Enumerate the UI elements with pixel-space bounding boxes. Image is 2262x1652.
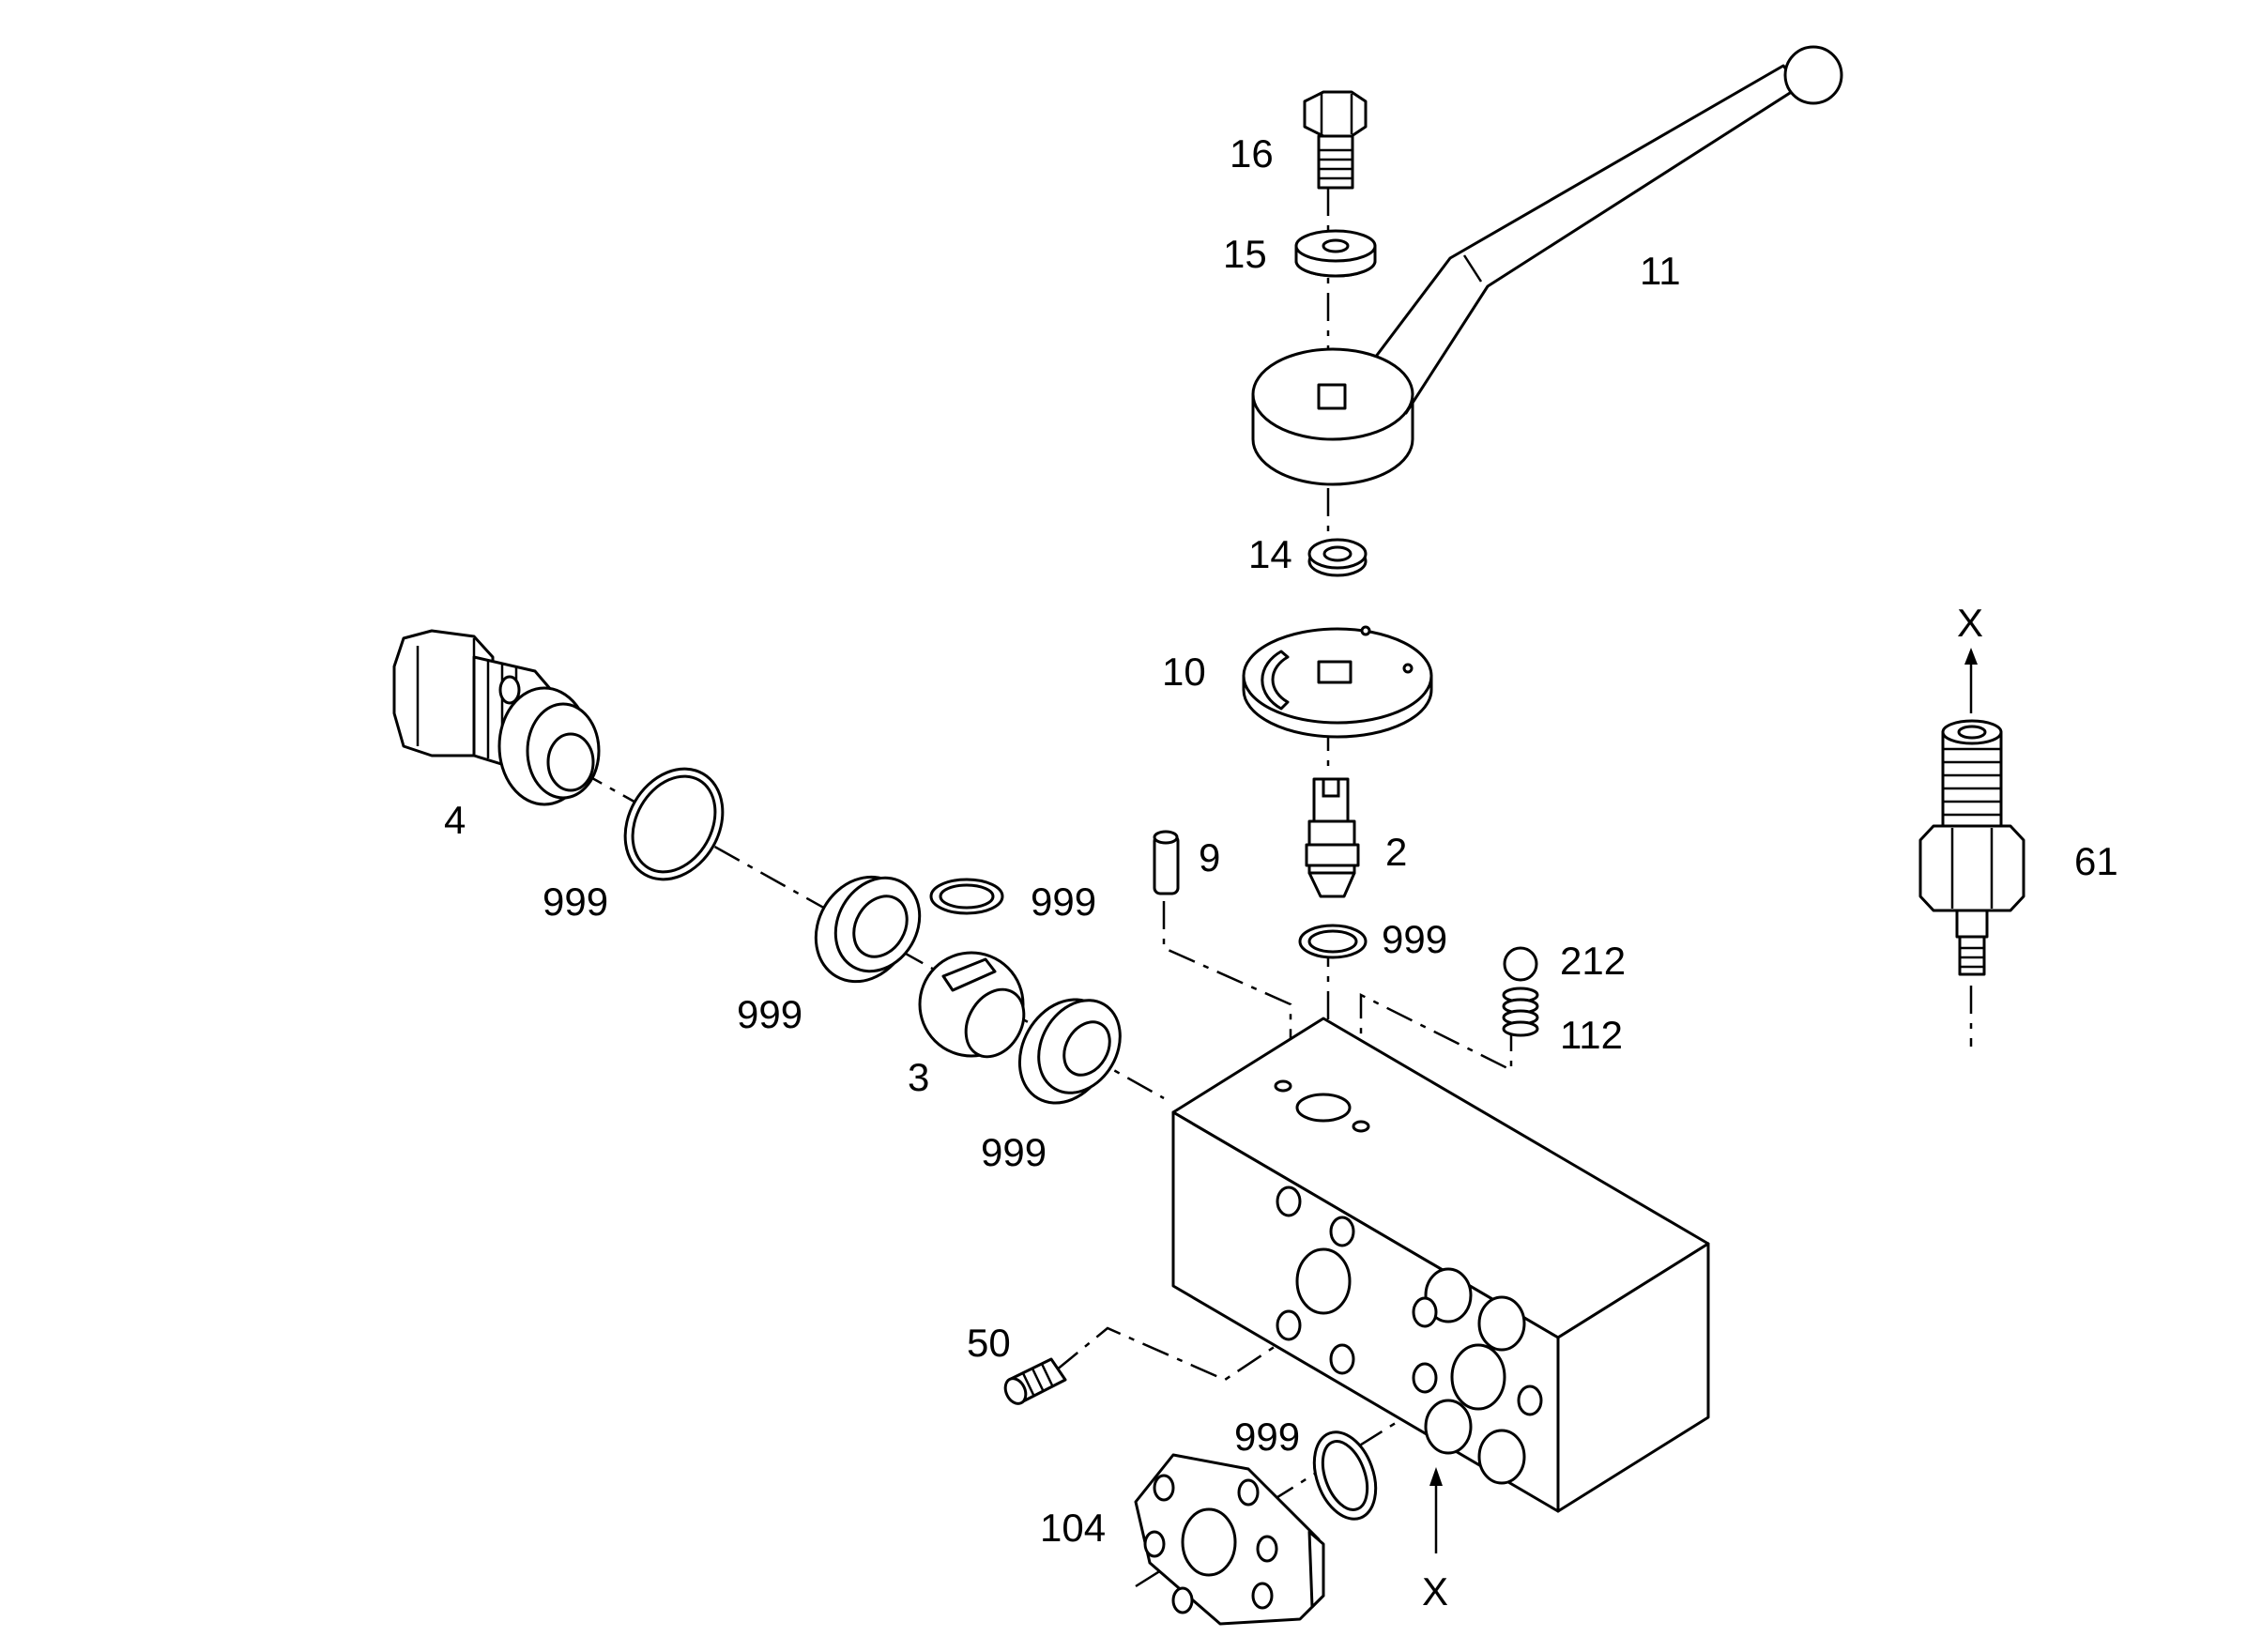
label-part-11: 11 xyxy=(1640,249,1681,293)
ball-part-212 xyxy=(1503,946,1538,982)
o-ring-part-999-b xyxy=(1298,924,1368,959)
label-part-61: 61 xyxy=(2074,839,2118,883)
washer-part-15 xyxy=(1294,229,1377,278)
label-x-top: X xyxy=(1957,601,1983,645)
valve-block xyxy=(1171,1017,1710,1513)
part-labels: 16 15 11 14 10 4 999 9 2 999 999 999 212… xyxy=(444,131,2118,1614)
label-part-104: 104 xyxy=(1040,1506,1106,1550)
o-ring-part-999-c xyxy=(929,878,1004,915)
o-ring-part-999-f xyxy=(1312,1430,1378,1521)
label-part-4: 4 xyxy=(444,798,466,842)
label-part-14: 14 xyxy=(1248,532,1292,576)
spring-washer-part-14 xyxy=(1307,538,1368,577)
label-part-10: 10 xyxy=(1162,650,1206,694)
label-part-3: 3 xyxy=(908,1055,929,1099)
label-part-999-b: 999 xyxy=(1382,917,1447,961)
o-ring-part-999-a xyxy=(623,767,725,881)
label-part-999-a: 999 xyxy=(543,880,608,924)
plug-part-4 xyxy=(392,629,601,806)
ball-part-3 xyxy=(918,951,1026,1059)
flange-plate-part-104 xyxy=(1134,1453,1325,1626)
cartridge-part-61 xyxy=(1918,719,2025,976)
seat-ring-part-999-e xyxy=(1017,998,1122,1105)
label-part-9: 9 xyxy=(1199,835,1220,880)
label-part-212: 212 xyxy=(1560,939,1626,983)
label-x-bottom: X xyxy=(1422,1569,1448,1614)
arrow-x-top xyxy=(1964,648,1978,713)
spring-part-112 xyxy=(1502,987,1539,1037)
label-part-16: 16 xyxy=(1230,131,1274,176)
spindle-part-2 xyxy=(1305,777,1360,898)
lever-handle-part-11 xyxy=(1251,45,1843,486)
label-part-999-e: 999 xyxy=(981,1130,1047,1174)
label-part-112: 112 xyxy=(1560,1013,1623,1057)
stop-plate-part-10 xyxy=(1242,625,1433,739)
label-part-15: 15 xyxy=(1223,232,1267,276)
label-part-2: 2 xyxy=(1385,830,1407,874)
label-part-50: 50 xyxy=(967,1321,1011,1365)
label-part-999-c: 999 xyxy=(1031,880,1096,924)
seat-ring-part-999-d xyxy=(814,875,922,984)
arrow-x-bottom xyxy=(1429,1467,1443,1553)
label-part-999-f: 999 xyxy=(1234,1415,1300,1459)
set-screw-part-50 xyxy=(1003,1357,1067,1405)
bolt-part-16 xyxy=(1303,90,1368,190)
label-part-999-d: 999 xyxy=(737,992,802,1036)
pin-part-9 xyxy=(1153,830,1180,895)
